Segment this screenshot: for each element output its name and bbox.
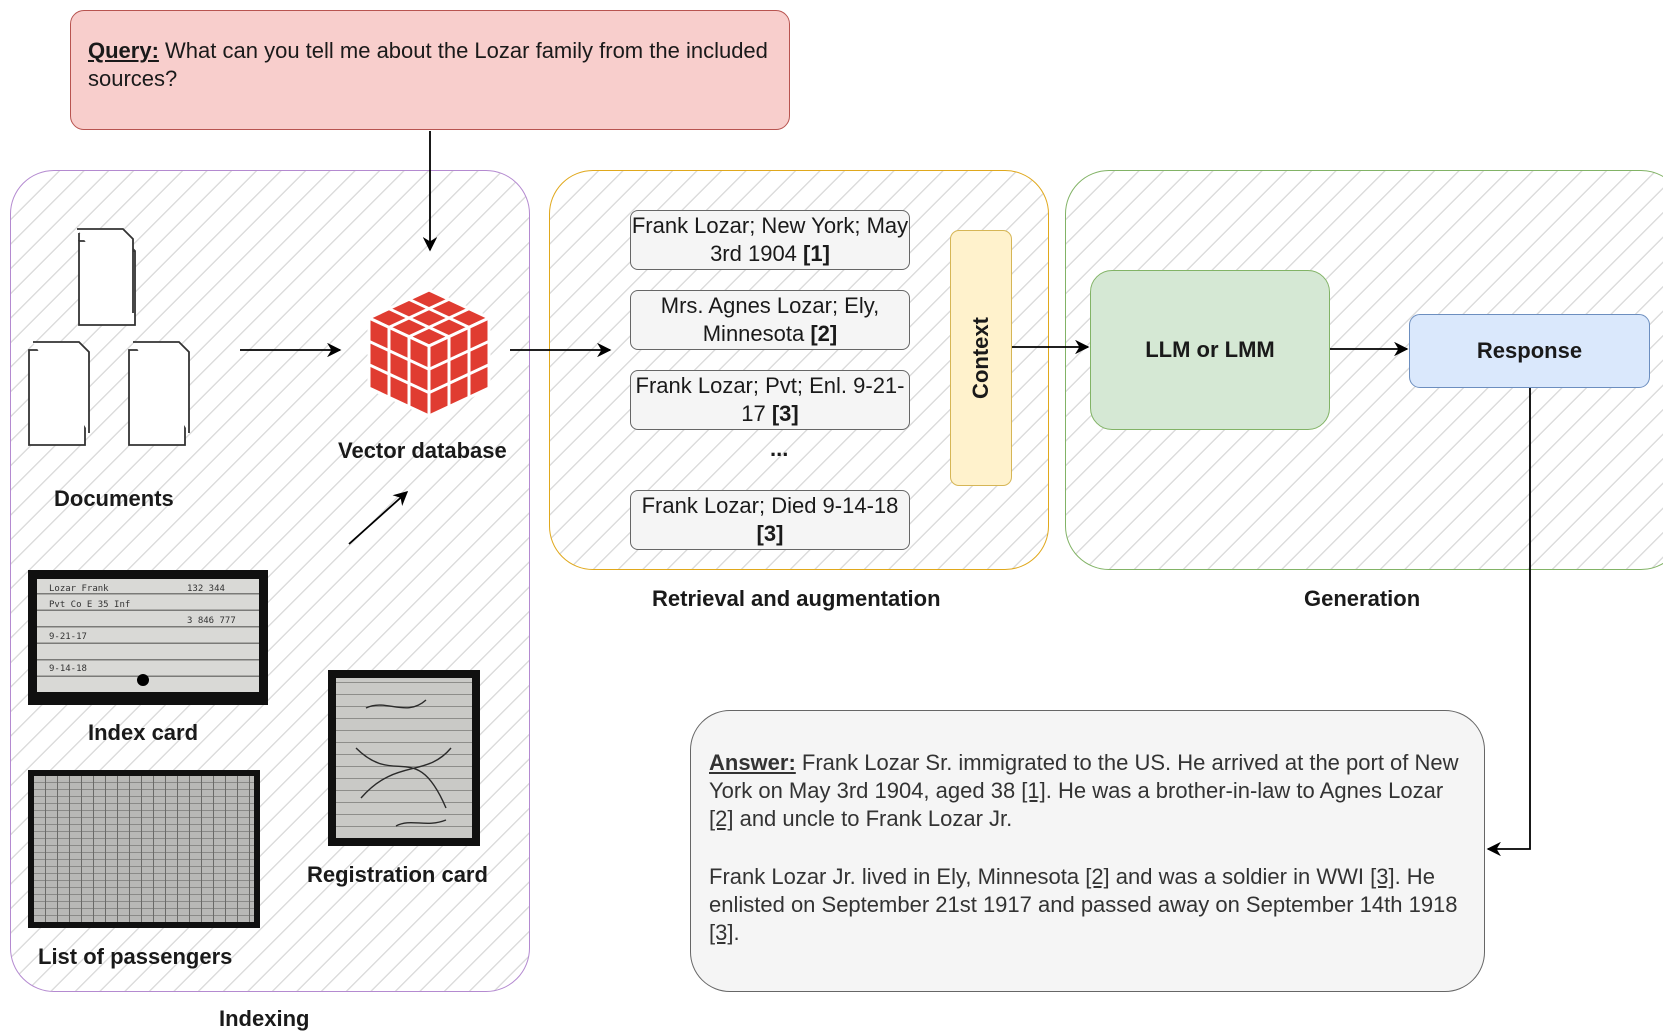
documents-icon: [28, 228, 190, 446]
context-label: Context: [968, 317, 993, 399]
passenger-list-image: [28, 770, 260, 928]
registration-card-label: Registration card: [307, 862, 488, 887]
query-label: Query:: [88, 38, 159, 63]
retrieval-label: Retrieval and augmentation: [652, 586, 941, 611]
registration-card-image: [328, 670, 480, 846]
citation: [1]: [1021, 778, 1046, 803]
answer-box: Answer: Frank Lozar Sr. immigrated to th…: [690, 710, 1485, 992]
vector-database-icon: [365, 288, 493, 418]
response-label: Response: [1476, 338, 1583, 363]
response-box: Response: [1409, 314, 1650, 388]
answer-paragraph-2: Frank Lozar Jr. lived in Ely, Minnesota …: [709, 864, 1458, 945]
context-box: Context: [950, 230, 1012, 486]
citation: [3]: [709, 920, 734, 945]
answer-label: Answer:: [709, 750, 796, 775]
answer-paragraph-1: Answer: Frank Lozar Sr. immigrated to th…: [709, 750, 1459, 831]
index-card-image: Lozar Frank 132 344 Pvt Co E 35 Inf 3 84…: [28, 570, 268, 705]
retrieved-chunk: Frank Lozar; Died 9-14-18 [3]: [630, 490, 910, 550]
more-chunks-ellipsis: ...: [770, 436, 789, 461]
retrieved-chunk: Frank Lozar; Pvt; Enl. 9-21-17 [3]: [630, 370, 910, 430]
passenger-list-label: List of passengers: [38, 944, 233, 969]
generation-label: Generation: [1304, 586, 1421, 611]
vector-database-label: Vector database: [338, 438, 507, 463]
retrieved-chunk: Mrs. Agnes Lozar; Ely, Minnesota [2]: [630, 290, 910, 350]
query-box: Query: What can you tell me about the Lo…: [70, 10, 790, 130]
index-card-label: Index card: [88, 720, 199, 745]
retrieved-chunk: Frank Lozar; New York; May 3rd 1904 [1]: [630, 210, 910, 270]
citation: [3]: [1370, 864, 1395, 889]
llm-label: LLM or LMM: [1145, 337, 1275, 362]
documents-label: Documents: [54, 486, 174, 511]
citation: [2]: [709, 806, 734, 831]
query-text: What can you tell me about the Lozar fam…: [88, 38, 768, 91]
citation: [2]: [1085, 864, 1110, 889]
llm-box: LLM or LMM: [1090, 270, 1330, 430]
indexing-label: Indexing: [219, 1006, 310, 1031]
